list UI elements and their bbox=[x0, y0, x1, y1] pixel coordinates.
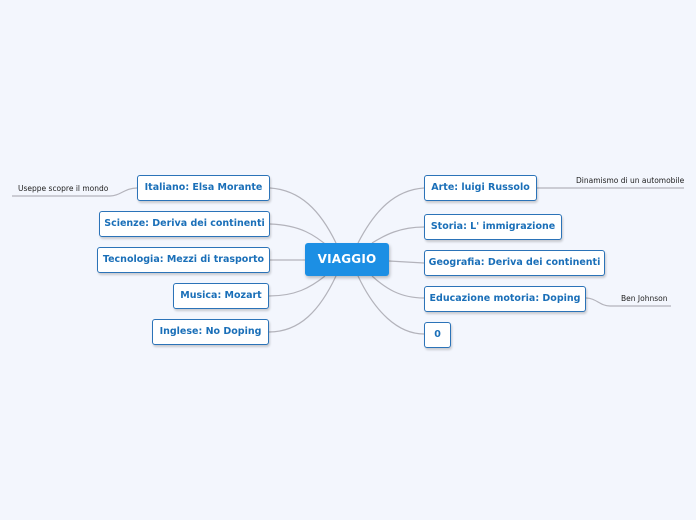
topic-inglese[interactable]: Inglese: No Doping bbox=[152, 319, 269, 345]
topic-storia[interactable]: Storia: L' immigrazione bbox=[424, 214, 562, 240]
note-italiano[interactable]: Useppe scopre il mondo bbox=[18, 184, 109, 193]
connector-italiano bbox=[269, 187, 337, 244]
connector-inglese bbox=[268, 275, 337, 333]
topic-scienze[interactable]: Scienze: Deriva dei continenti bbox=[99, 211, 270, 237]
connector-musica bbox=[268, 275, 326, 297]
topic-arte[interactable]: Arte: luigi Russolo bbox=[424, 175, 537, 201]
connector-arte bbox=[357, 187, 425, 244]
connector-geografia bbox=[388, 260, 425, 264]
note-line-educazione bbox=[585, 297, 671, 307]
note-line-italiano bbox=[12, 187, 138, 197]
topic-tecnologia[interactable]: Tecnologia: Mezzi di trasporto bbox=[97, 247, 270, 273]
central-topic-viaggio[interactable]: VIAGGIO bbox=[305, 243, 389, 276]
connector-educazione bbox=[371, 275, 425, 299]
topic-educazione-motoria[interactable]: Educazione motoria: Doping bbox=[424, 286, 586, 312]
connector-zero bbox=[357, 275, 425, 335]
connector-storia bbox=[371, 226, 425, 244]
topic-musica[interactable]: Musica: Mozart bbox=[173, 283, 269, 309]
topic-zero[interactable]: 0 bbox=[424, 322, 451, 348]
note-educazione[interactable]: Ben Johnson bbox=[621, 294, 668, 303]
topic-italiano[interactable]: Italiano: Elsa Morante bbox=[137, 175, 270, 201]
note-arte[interactable]: Dinamismo di un automobile bbox=[576, 176, 685, 185]
topic-geografia[interactable]: Geografia: Deriva dei continenti bbox=[424, 250, 605, 276]
